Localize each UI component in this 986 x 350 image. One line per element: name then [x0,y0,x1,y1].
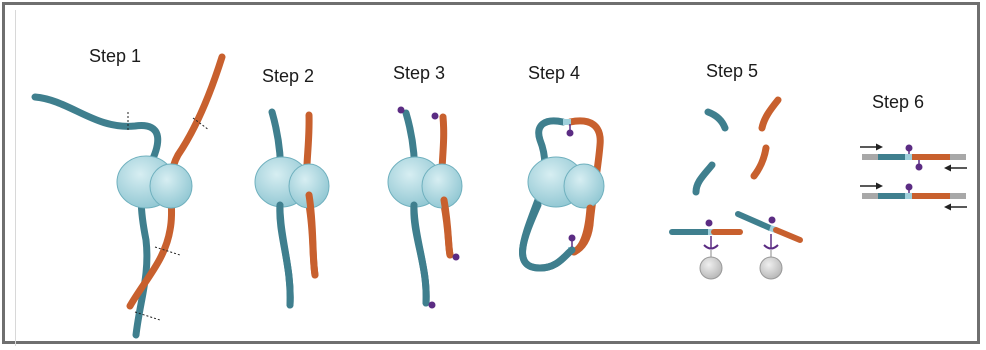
biotin-marker-icon [906,145,913,152]
step-5-fragment [708,112,725,128]
biotin-marker-icon [453,254,460,261]
biotin-marker-icon [906,184,913,191]
step-4-diagram [523,119,604,268]
step-6-diagram [860,144,967,211]
step-3-diagram [388,107,462,309]
biotin-marker-icon [432,113,439,120]
step-5-fragment [754,148,766,176]
bead-icon [700,257,722,279]
biotin-marker-icon [567,130,574,137]
biotin-marker-icon [769,217,776,224]
step-1-teal-strand [35,97,158,335]
step-5-fragment [696,165,712,192]
biotin-marker-icon [916,164,923,171]
sequencing-fragment-bottom [860,183,967,211]
step-2-diagram [255,112,329,305]
biotin-marker-icon [706,220,713,227]
sequencing-fragment-top [860,144,967,172]
biotin-marker-icon [429,302,436,309]
biotin-marker-icon [398,107,405,114]
step-5-fragment [762,100,778,128]
bead-icon [760,257,782,279]
cohesin-ring-icon [564,164,604,208]
step-1-diagram [35,57,222,335]
step-5-diagram [672,100,800,279]
pulldown-complex-left [672,220,740,280]
biotin-marker-icon [569,235,576,242]
pulldown-complex-right [738,214,800,279]
cohesin-ring-icon [150,164,192,208]
